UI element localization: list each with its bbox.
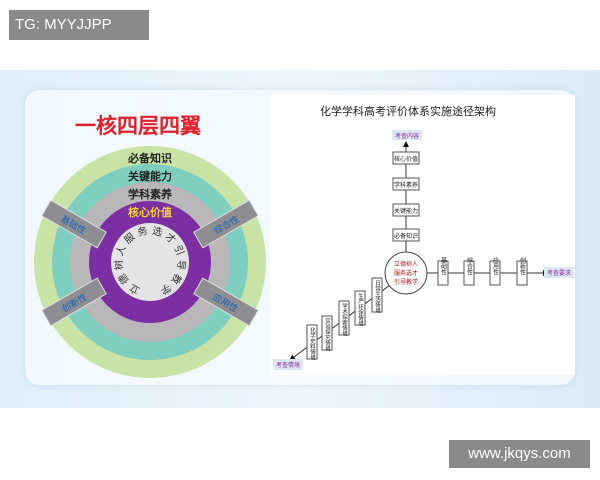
up-box	[392, 151, 420, 165]
ring-label-2: 关键能力	[128, 169, 172, 183]
diag-box	[338, 300, 350, 336]
right-box-label: 综合性	[466, 256, 473, 276]
core-char: 引	[171, 244, 186, 258]
center-circle	[384, 251, 428, 295]
diag-end-label: 考查情境	[276, 361, 300, 369]
right-box-label: 创新性	[519, 256, 526, 276]
core-circle	[111, 223, 189, 301]
up-box-label: 必备知识	[394, 232, 418, 240]
up-end-label: 考查内容	[395, 132, 419, 140]
left-title: 一核四层四翼	[75, 114, 201, 138]
diag-box	[354, 290, 366, 326]
core-char: 人	[114, 244, 129, 258]
right-box-label: 基础性	[440, 256, 447, 276]
right-end-label: 考查要求	[547, 269, 571, 277]
up-box	[392, 228, 420, 242]
right-box	[437, 260, 449, 286]
core-char: 务	[136, 224, 149, 239]
right-box	[489, 260, 501, 286]
diag-end-box	[273, 359, 303, 370]
ring-label-3: 学科素养	[128, 187, 173, 201]
diag-box-label: 日常生活情境	[374, 280, 381, 315]
right-box-label: 应用性	[492, 256, 499, 276]
diag-box-label: 化学史料情境	[309, 326, 316, 362]
core-char: 导	[174, 259, 187, 270]
up-box-label: 关键能力	[394, 207, 418, 215]
right-box	[516, 260, 528, 286]
center-line-3: 引导教学	[394, 278, 418, 286]
diag-box-label: 生产环保情境	[357, 292, 364, 328]
up-box-label: 学科素养	[394, 181, 418, 189]
right-box	[463, 260, 475, 286]
center-line-1: 立德树人	[394, 260, 418, 268]
core-char: 树	[112, 259, 126, 270]
up-box-label: 核心价值	[394, 155, 418, 163]
right-panel	[270, 95, 575, 375]
up-box	[392, 203, 420, 217]
watermark-top: TG: MYYJJPP	[9, 10, 149, 40]
watermark-bottom: www.jkqys.com	[449, 440, 590, 468]
up-box	[392, 177, 420, 191]
core-char: 选	[151, 224, 164, 239]
ring-label-1: 必备知识	[127, 151, 172, 165]
diag-box-label: 学术探索情境	[341, 302, 348, 338]
right-end-box	[544, 267, 574, 278]
center-line-2: 服务选才	[394, 269, 418, 277]
diag-box	[371, 277, 383, 313]
right-title: 化学学科高考评价体系实施途径架构	[320, 104, 496, 118]
diag-box	[321, 315, 333, 351]
up-end-box	[392, 130, 422, 140]
ring-label-4: 核心价值	[128, 205, 172, 219]
diag-box	[306, 324, 318, 360]
diag-box-label: 实验探究情境	[324, 317, 331, 353]
